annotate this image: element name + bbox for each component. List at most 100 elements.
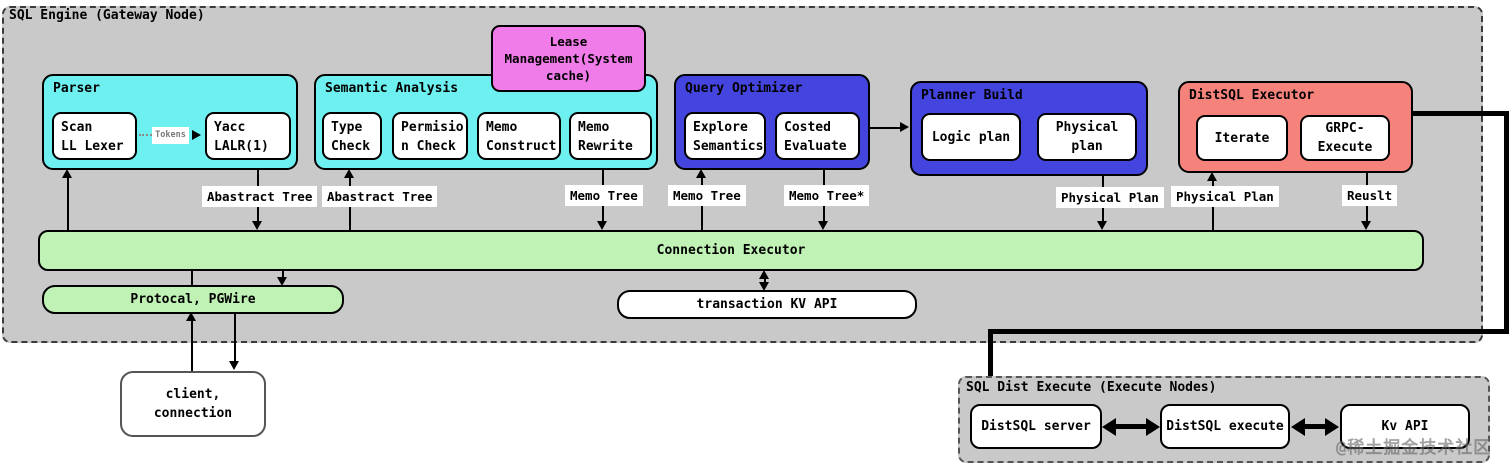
- node-line: Physical: [1055, 120, 1119, 135]
- arrowhead: [1207, 172, 1217, 181]
- node-line: Management(System: [504, 51, 633, 66]
- node-line: Execute: [1317, 140, 1373, 155]
- arrowhead: [696, 169, 706, 178]
- connection-executor-bar: Connection Executor: [38, 230, 1424, 271]
- node-line: Construct: [486, 139, 557, 154]
- node-line: Permisio: [401, 120, 464, 135]
- protocol-label: Protocal, PGWire: [130, 292, 256, 307]
- edge-label-memo-tree-2: Memo Tree: [668, 185, 746, 206]
- tokens-label: Tokens: [152, 127, 189, 144]
- node-line: GRPC-: [1325, 121, 1365, 136]
- edge-label-memo-tree-1: Memo Tree: [565, 185, 643, 206]
- edge-optimizer-to-planner: [870, 127, 901, 129]
- node-line: n Check: [401, 139, 456, 154]
- node-line: Memo: [486, 120, 518, 135]
- edge-executor-out-h1: [1413, 111, 1509, 116]
- sql-dist-execute-title: SQL Dist Execute (Execute Nodes): [966, 380, 1217, 395]
- distsql-executor-title: DistSQL Executor: [1189, 88, 1315, 103]
- node-line: DistSQL execute: [1166, 419, 1284, 434]
- node-line: Kv API: [1381, 419, 1429, 434]
- node-line: Semantics: [693, 139, 764, 154]
- type-check-node: Type Check: [322, 112, 382, 160]
- arrowhead: [277, 277, 287, 286]
- node-line: Evaluate: [784, 139, 847, 154]
- edge-connection-protocol-right: [282, 271, 284, 278]
- kv-api-node: Kv API: [1340, 404, 1470, 449]
- node-line: plan: [1071, 139, 1103, 154]
- memo-construct-node: Memo Construct: [477, 112, 561, 160]
- node-line: Memo: [578, 120, 610, 135]
- arrowhead: [1102, 418, 1116, 436]
- query-optimizer-title: Query Optimizer: [685, 81, 803, 96]
- sql-engine-title: SQL Engine (Gateway Node): [9, 8, 205, 23]
- connection-executor-label: Connection Executor: [656, 243, 806, 258]
- logic-plan-node: Logic plan: [921, 113, 1021, 161]
- memo-rewrite-node: Memo Rewrite: [569, 112, 652, 160]
- arrowhead: [900, 122, 909, 132]
- node-line: LALR(1): [214, 139, 269, 154]
- node-line: Check: [331, 139, 371, 154]
- edge-executor-out-v2: [988, 329, 993, 392]
- node-line: connection: [153, 406, 233, 421]
- node-line: Scan: [61, 120, 93, 135]
- edge-label-result: Reuslt: [1342, 185, 1398, 206]
- watermark: @稀土掘金技术社区: [1336, 438, 1492, 458]
- node-line: cache): [545, 68, 592, 83]
- arrowhead: [1325, 418, 1339, 436]
- edge-execute-kvapi: [1302, 424, 1328, 429]
- planner-build-title: Planner Build: [921, 88, 1023, 103]
- edge-label-abstract-tree-2: Abastract Tree: [322, 186, 438, 207]
- edge-protocol-to-client: [234, 313, 236, 363]
- edge-connection-protocol-left: [191, 271, 193, 285]
- edge-label-memo-tree-star: Memo Tree*: [784, 185, 870, 206]
- lease-management-node: Lease Management(System cache): [491, 25, 646, 92]
- arrowhead: [759, 270, 769, 279]
- node-line: Explore: [693, 120, 748, 135]
- edge-client-to-protocol: [191, 320, 193, 371]
- node-line: Yacc: [214, 120, 246, 135]
- arrowhead: [1361, 221, 1371, 230]
- edge-executor-out-h2: [988, 329, 1509, 334]
- node-line: Type: [331, 120, 363, 135]
- distsql-server-node: DistSQL server: [970, 404, 1102, 449]
- grpc-execute-node: GRPC- Execute: [1300, 115, 1390, 161]
- permission-check-node: Permisio n Check: [392, 112, 468, 160]
- transaction-kv-label: transaction KV API: [696, 297, 838, 312]
- edge-label-physical-plan-2: Physical Plan: [1171, 186, 1279, 207]
- arrowhead: [759, 282, 769, 291]
- edge-label-abstract-tree-1: Abastract Tree: [202, 186, 318, 207]
- node-line: Costed: [784, 120, 831, 135]
- edge-connection-to-parser: [67, 177, 69, 230]
- physical-plan-node: Physical plan: [1037, 113, 1137, 161]
- node-line: Logic plan: [931, 129, 1011, 145]
- edge-server-execute: [1113, 424, 1149, 429]
- arrowhead: [192, 130, 201, 140]
- scan-ll-lexer-node: Scan LL Lexer: [52, 112, 137, 160]
- explore-semantics-node: Explore Semantics: [684, 112, 766, 160]
- arrowhead: [1291, 418, 1305, 436]
- node-line: LL Lexer: [61, 139, 124, 154]
- parser-title: Parser: [53, 81, 100, 96]
- edge-executor-out-v1: [1504, 111, 1509, 334]
- node-line: DistSQL server: [981, 419, 1091, 434]
- arrowhead: [344, 169, 354, 178]
- arrowhead: [818, 221, 828, 230]
- semantic-analysis-title: Semantic Analysis: [325, 81, 459, 96]
- arrowhead: [1146, 418, 1160, 436]
- node-line: client,: [165, 387, 221, 402]
- edge-label-physical-plan-1: Physical Plan: [1056, 187, 1164, 208]
- iterate-node: Iterate: [1196, 115, 1288, 161]
- arrowhead: [62, 169, 72, 178]
- node-line: Iterate: [1214, 130, 1270, 146]
- arrowhead: [597, 221, 607, 230]
- node-line: Rewrite: [578, 139, 633, 154]
- client-connection-node: client, connection: [120, 371, 266, 437]
- node-line: Lease: [549, 34, 588, 49]
- yacc-lalr-node: Yacc LALR(1): [205, 112, 291, 160]
- costed-evaluate-node: Costed Evaluate: [775, 112, 860, 160]
- tokens-dotted-line: [139, 134, 152, 136]
- edge-connection-kvapi: [764, 276, 766, 284]
- distsql-execute-node: DistSQL execute: [1160, 404, 1290, 449]
- arrowhead: [1097, 221, 1107, 230]
